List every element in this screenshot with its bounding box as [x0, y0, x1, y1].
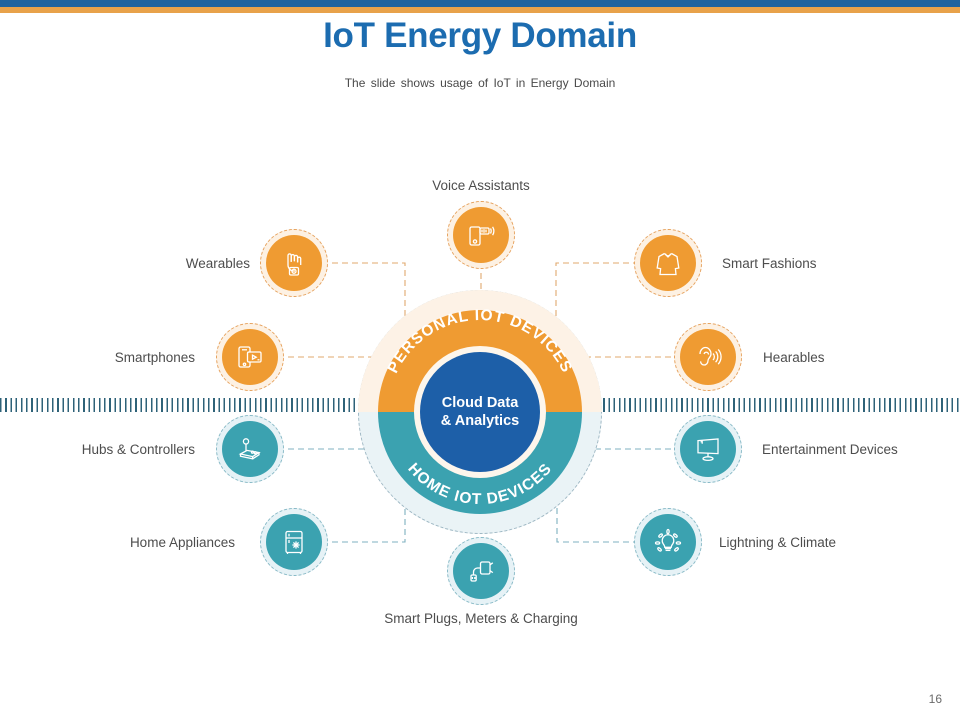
node-entertainment-devices[interactable]: [674, 415, 742, 483]
node-wearables[interactable]: [260, 229, 328, 297]
node-disc: [640, 235, 696, 291]
label-home-appliances: Home Appliances: [129, 535, 235, 550]
top-accent-bar-blue: [0, 0, 960, 7]
label-entertainment-devices: Entertainment Devices: [762, 442, 898, 457]
node-disc: [680, 329, 736, 385]
label-smart-plugs: Smart Plugs, Meters & Charging: [384, 611, 578, 626]
node-hubs-controllers[interactable]: [216, 415, 284, 483]
node-disc: [222, 329, 278, 385]
node-smart-plugs[interactable]: [447, 537, 515, 605]
node-disc: [266, 514, 322, 570]
node-hearables[interactable]: [674, 323, 742, 391]
node-disc: [680, 421, 736, 477]
hub-core-line2: & Analytics: [440, 413, 520, 429]
shirt-icon: [656, 252, 680, 276]
node-smartphones[interactable]: [216, 323, 284, 391]
node-disc: [266, 235, 322, 291]
page-number: 16: [928, 692, 942, 706]
label-lightning-climate: Lightning & Climate: [719, 535, 837, 550]
node-disc: [453, 207, 509, 263]
refrigerator-icon: [285, 530, 303, 554]
label-smartphones: Smartphones: [114, 350, 195, 365]
label-hearables: Hearables: [763, 350, 825, 365]
top-accent-bar-orange: [0, 7, 960, 13]
node-disc: [453, 543, 509, 599]
node-home-appliances[interactable]: [260, 508, 328, 576]
smartphone-tablet-icon: [238, 346, 262, 368]
label-smart-fashions: Smart Fashions: [722, 256, 817, 271]
hub-core-line1: Cloud Data: [441, 394, 519, 411]
voice-assistant-icon: [469, 226, 495, 246]
label-wearables: Wearables: [185, 256, 250, 271]
label-hubs-controllers: Hubs & Controllers: [81, 442, 195, 457]
node-smart-fashions[interactable]: [634, 229, 702, 297]
hub-core-label: Cloud Data & Analytics: [441, 394, 519, 430]
power-plug-icon: [470, 561, 494, 582]
node-disc: [222, 421, 278, 477]
node-disc: [640, 514, 696, 570]
page-subtitle: The slide shows usage of IoT in Energy D…: [344, 76, 616, 90]
ear-sound-icon: [699, 346, 722, 366]
hub-core[interactable]: Cloud Data & Analytics: [420, 352, 540, 472]
smartwatch-hand-icon: [287, 253, 302, 276]
monitor-icon: [697, 438, 719, 462]
page-title: IoT Energy Domain: [323, 16, 637, 55]
node-lightning-climate[interactable]: [634, 508, 702, 576]
lightbulb-icon: [654, 528, 682, 552]
node-voice-assistants[interactable]: [447, 201, 515, 269]
label-voice-assistants: Voice Assistants: [432, 178, 530, 193]
joystick-controller-icon: [238, 438, 261, 460]
